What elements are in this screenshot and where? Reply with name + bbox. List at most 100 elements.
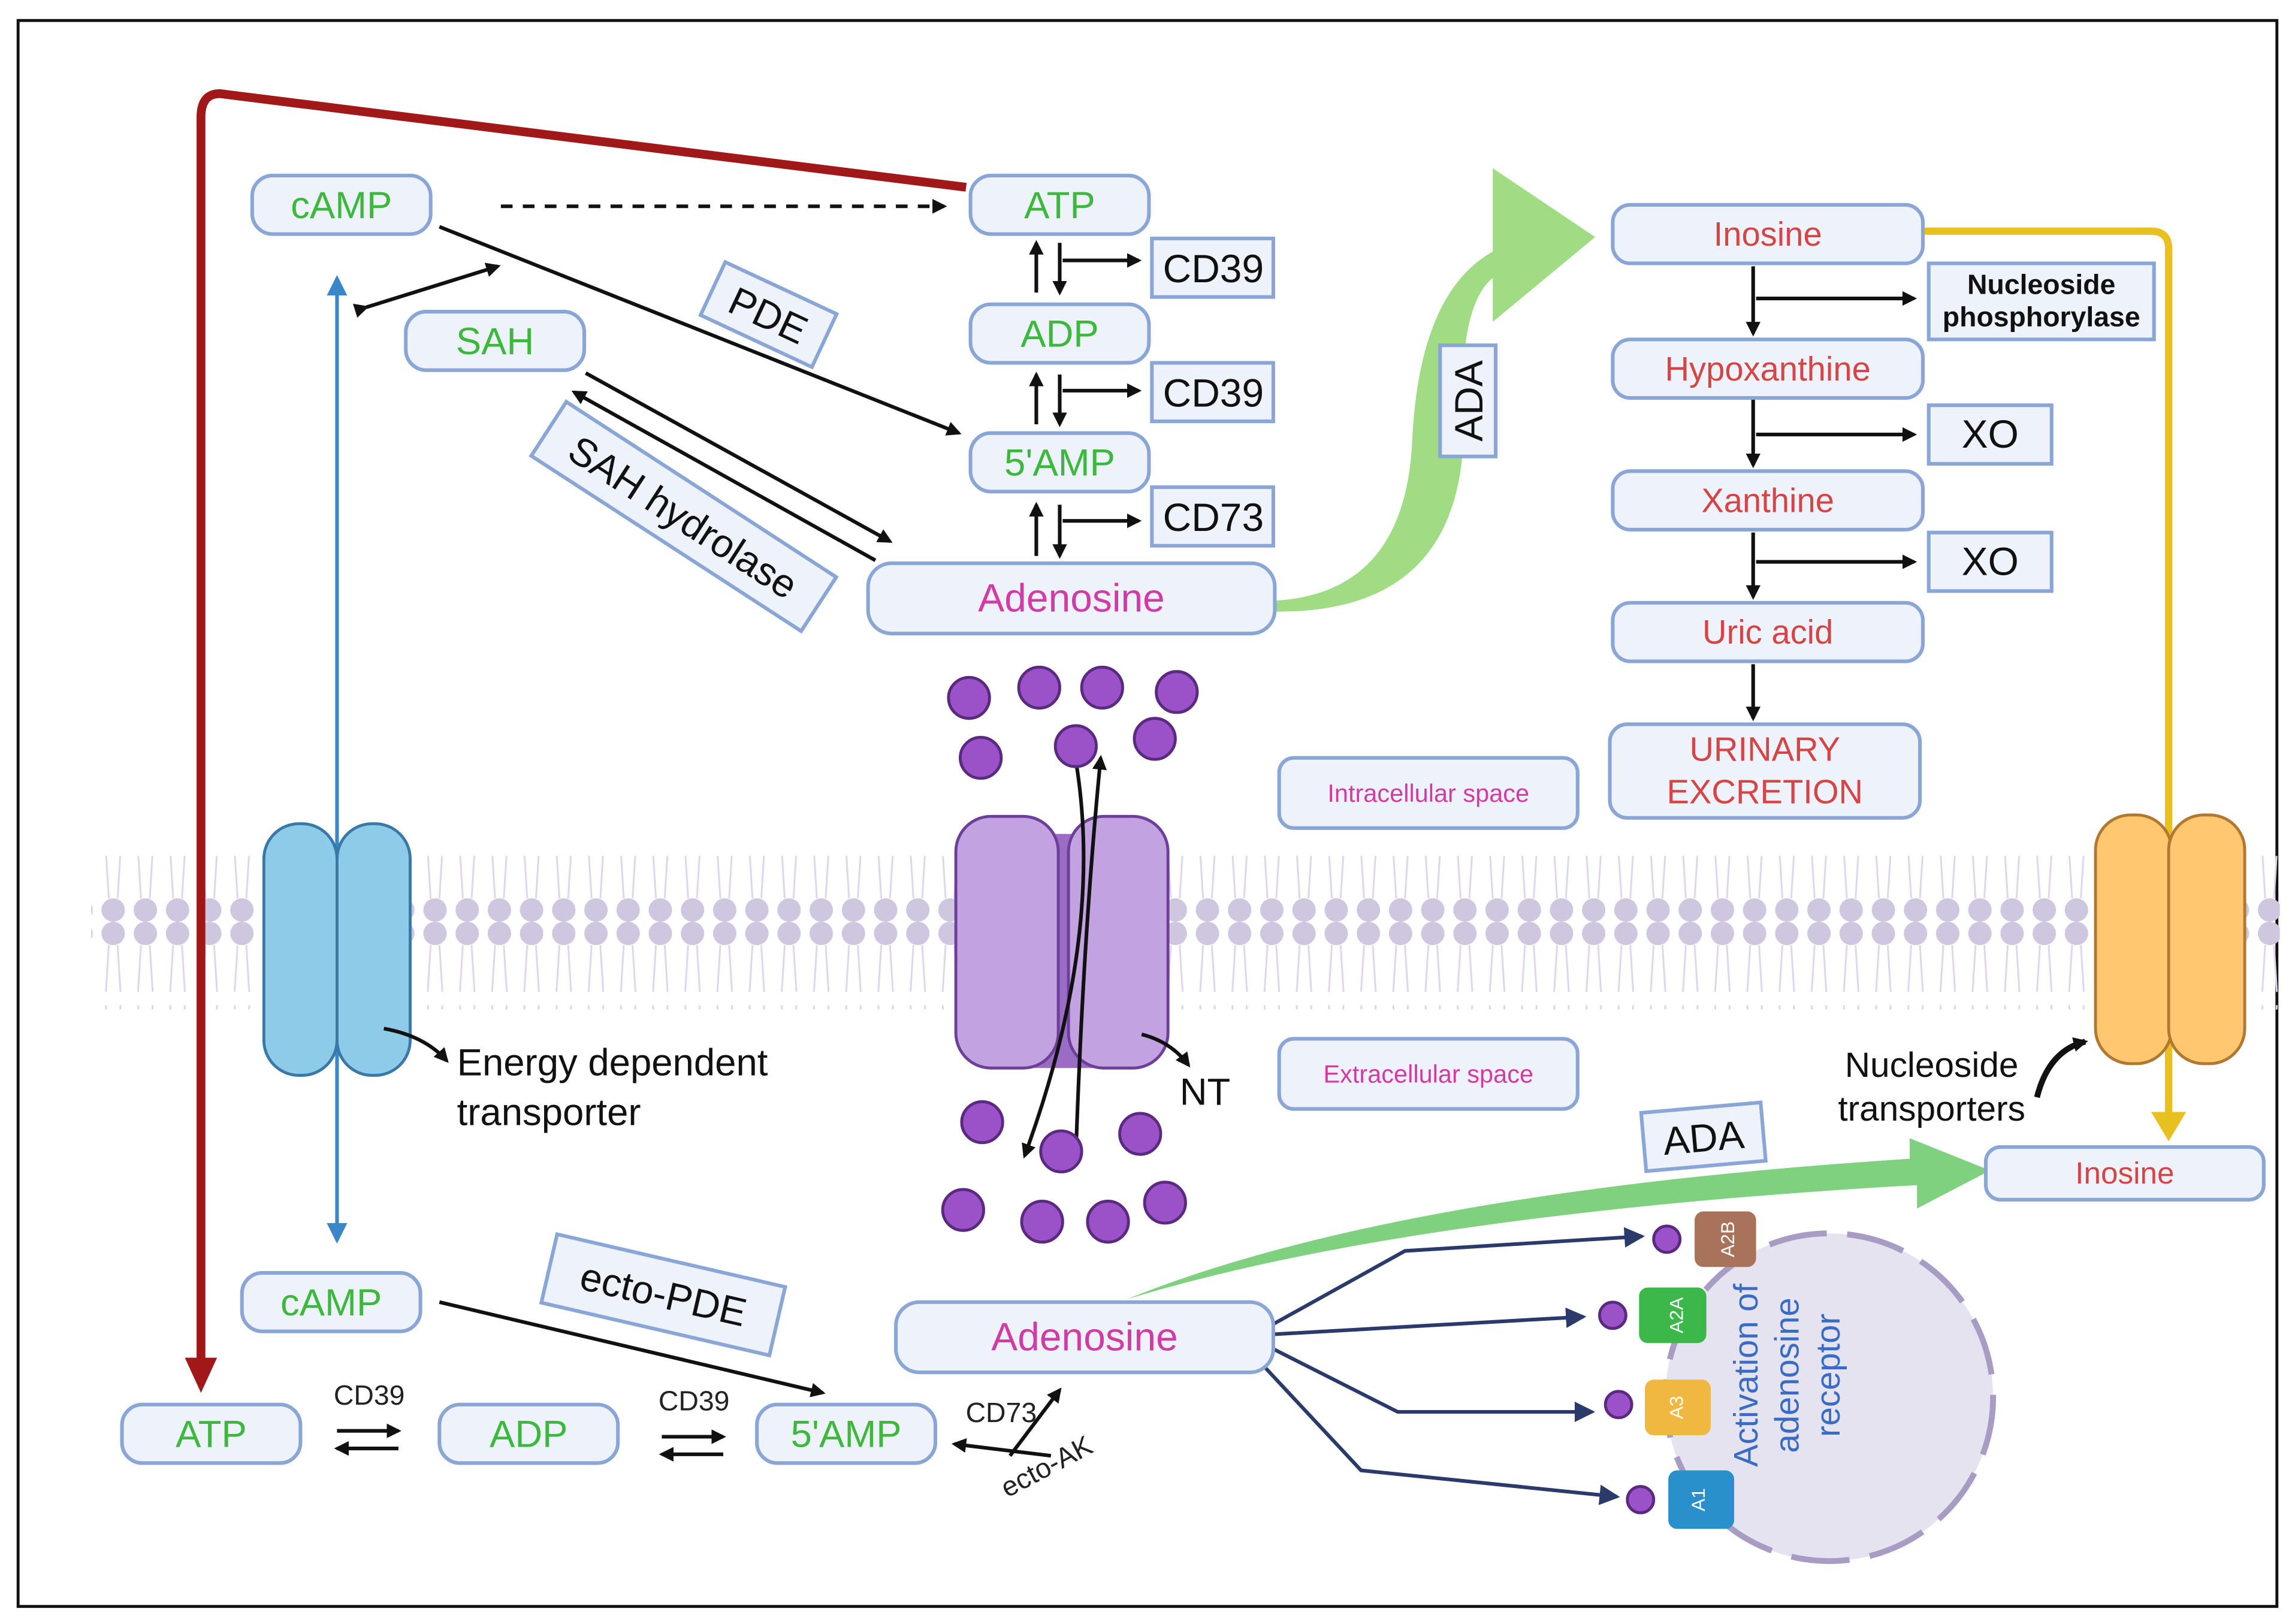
nucleoside-transporters-icon — [2094, 813, 2246, 1065]
cd39-label: CD39 — [659, 1385, 730, 1417]
urinary-excretion: URINARY EXCRETION — [1608, 722, 1922, 820]
ecto-pde-arrow — [439, 1300, 826, 1397]
label: receptor — [1809, 1314, 1847, 1437]
adenosine-extracellular: Adenosine — [894, 1300, 1276, 1375]
label: ATP — [176, 1414, 247, 1456]
label: phosphorylase — [1943, 301, 2140, 332]
label: A1 — [1687, 1488, 1709, 1511]
camp-intracellular: cAMP — [250, 173, 433, 236]
label: 5'AMP — [791, 1414, 902, 1456]
nucleoside-transporters-label: transporters — [1838, 1089, 2025, 1128]
adp-extracellular: ADP — [437, 1402, 620, 1465]
reversible-arrows — [334, 1387, 1062, 1462]
amp-intracellular: 5'AMP — [968, 431, 1151, 494]
label: CD73 — [1163, 495, 1264, 539]
receptor-a2a-icon: A2A — [1598, 1287, 1707, 1344]
label: CD39 — [1163, 371, 1264, 415]
label: Uric acid — [1702, 613, 1833, 651]
sah: SAH — [404, 309, 587, 372]
sah-adenosine-arrow — [585, 371, 893, 544]
adp-intracellular: ADP — [968, 302, 1151, 365]
ada-intracellular-arrow — [1236, 168, 1596, 612]
ada-enzyme-intracellular: ADA — [1438, 343, 1498, 458]
pde-arrow — [439, 225, 962, 436]
ada-extracellular-arrow — [1127, 1138, 1991, 1299]
atp-adp-arrows — [1029, 240, 1142, 559]
hypoxanthine: Hypoxanthine — [1611, 337, 1925, 400]
label: ADA — [1447, 360, 1491, 442]
ada-enzyme-extracellular: ADA — [1639, 1100, 1768, 1173]
label: ADA — [1661, 1112, 1746, 1164]
label: A3 — [1666, 1396, 1687, 1419]
uric-acid: Uric acid — [1611, 600, 1925, 663]
cd73-enzyme: CD73 — [1150, 485, 1276, 548]
label: XO — [1962, 539, 2019, 583]
purine-pathway-arrows — [1746, 266, 1917, 722]
activation-label: Activation of adenosine receptor — [1727, 1284, 1847, 1467]
cd73-label: CD73 — [966, 1397, 1037, 1428]
nucleoside-transporter-nt-icon — [954, 754, 1170, 1159]
label: ATP — [1024, 185, 1095, 227]
energy-dependent-transporter-icon — [262, 822, 412, 1077]
label: A2A — [1666, 1297, 1687, 1333]
label: Extracellular space — [1323, 1060, 1533, 1088]
arrowhead — [2151, 1112, 2187, 1142]
pointer-arrow — [2034, 1037, 2088, 1098]
camp-extracellular: cAMP — [240, 1271, 422, 1333]
label: A2B — [1717, 1221, 1738, 1257]
atp-release-arrow — [197, 89, 967, 1368]
xo-enzyme-2: XO — [1926, 530, 2054, 593]
label: 5'AMP — [1004, 442, 1115, 484]
label: SAH — [456, 321, 535, 363]
label: adenosine — [1768, 1297, 1805, 1453]
cell-membrane — [91, 856, 2280, 1010]
amp-extracellular: 5'AMP — [755, 1402, 938, 1465]
atp-intracellular: ATP — [968, 173, 1151, 236]
label: CD39 — [1163, 246, 1264, 291]
cd39-label: CD39 — [334, 1380, 405, 1411]
label: Nucleoside — [1967, 269, 2115, 300]
pointer-arrow — [1141, 1033, 1191, 1068]
atp-extracellular: ATP — [120, 1402, 303, 1465]
label: Activation of — [1727, 1284, 1765, 1467]
arrowhead — [185, 1357, 218, 1393]
sah-camp-arrow — [352, 262, 501, 318]
energy-dependent-transporter-label: transporter — [457, 1091, 641, 1133]
inosine-extracellular: Inosine — [1983, 1145, 2266, 1202]
label: ADP — [490, 1414, 568, 1456]
label: Hypoxanthine — [1665, 350, 1871, 388]
receptor-a1-icon: A1 — [1626, 1470, 1735, 1529]
label: Inosine — [1714, 215, 1822, 253]
extracellular-space-label: Extracellular space — [1277, 1037, 1580, 1111]
xo-enzyme-1: XO — [1926, 403, 2054, 466]
label: Inosine — [2075, 1156, 2174, 1190]
energy-dependent-transporter-label: Energy dependent — [457, 1042, 768, 1083]
adenosine-receptor-arrows — [1257, 1227, 1645, 1505]
cd39-enzyme-1: CD39 — [1150, 236, 1276, 299]
cd39-enzyme-2: CD39 — [1150, 361, 1276, 424]
label: Adenosine — [991, 1314, 1177, 1359]
label: Xanthine — [1701, 482, 1834, 520]
adenosine-intracellular: Adenosine — [866, 561, 1277, 636]
inosine-efflux-arrow — [1844, 227, 2173, 1119]
nucleoside-transporters-label: Nucleoside — [1845, 1046, 2019, 1085]
label: Intracellular space — [1327, 779, 1529, 807]
label: cAMP — [291, 185, 392, 227]
receptor-a3-icon: A3 — [1604, 1380, 1711, 1436]
pointer-arrow — [383, 1027, 449, 1063]
adenosine-molecules — [941, 665, 1199, 1244]
label: cAMP — [280, 1282, 382, 1324]
adenosine-sah-arrow — [571, 390, 877, 562]
nt-label: NT — [1180, 1071, 1231, 1113]
inosine-intracellular: Inosine — [1611, 203, 1925, 265]
intracellular-space-label: Intracellular space — [1277, 756, 1580, 830]
label: Adenosine — [978, 576, 1164, 620]
xanthine: Xanthine — [1611, 469, 1925, 532]
receptor-a2b-icon: A2B — [1652, 1211, 1756, 1267]
label: EXCRETION — [1667, 772, 1864, 810]
label: URINARY — [1689, 731, 1840, 768]
label: XO — [1962, 412, 2019, 456]
label: ADP — [1020, 313, 1099, 355]
